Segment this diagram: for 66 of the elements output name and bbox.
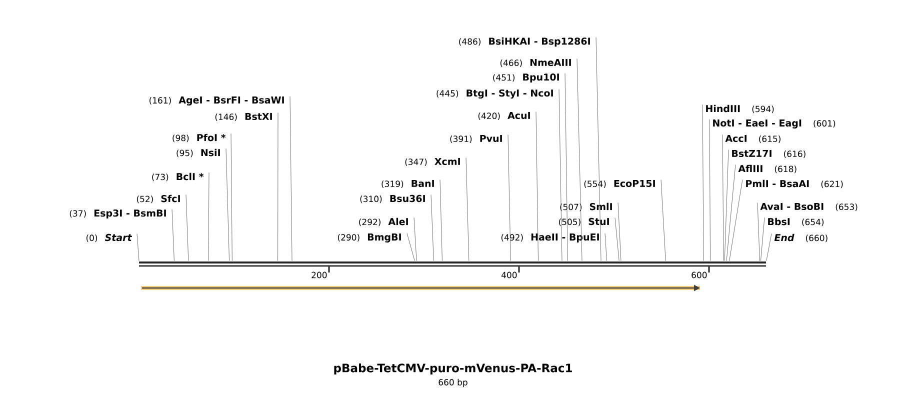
site-label: End (660) <box>774 234 828 242</box>
leader-line <box>614 217 620 262</box>
site-label: (391) PvuI <box>450 134 502 144</box>
leader-line <box>596 36 602 262</box>
site-label: AvaI - BsoBI (653) <box>760 202 858 212</box>
site-label: (420) AcuI <box>478 112 530 120</box>
site-label: (347) XcmI <box>405 158 460 166</box>
leader-line <box>564 73 568 262</box>
leader-line <box>186 194 189 262</box>
site-label: (445) BtgI - StyI - NcoI <box>436 89 553 99</box>
site-label: NotI - EaeI - EagI (601) <box>713 120 836 128</box>
site-label: (0) Start <box>86 234 132 242</box>
site-label: BbsI (654) <box>768 218 824 226</box>
site-label: (95) NsiI <box>176 148 220 158</box>
leader-line <box>702 104 704 262</box>
leader-line <box>508 134 511 262</box>
map-caption: 660 bp <box>438 378 468 388</box>
site-label: (554) EcoP15I <box>584 180 655 188</box>
site-label: (290) BmgBI <box>338 234 401 242</box>
leader-line <box>208 172 210 262</box>
site-label: (37) Esp3I - BsmBI <box>70 209 166 219</box>
leader-line <box>430 194 434 262</box>
site-label: HindIII (594) <box>706 104 774 114</box>
leader-line <box>406 233 415 262</box>
site-label: BstZ17I (616) <box>732 150 806 158</box>
site-label: (161) AgeI - BsrFI - BsaWI <box>150 96 284 106</box>
site-label: (319) BanI <box>382 180 434 188</box>
site-label: (98) PfoI * <box>172 134 226 142</box>
leader-line <box>760 217 765 262</box>
site-label: AflIII (618) <box>738 164 796 174</box>
leader-line <box>726 164 736 262</box>
leader-line <box>660 180 666 262</box>
leader-line <box>576 58 582 262</box>
site-label: (52) SfcI <box>136 194 180 204</box>
leader-line <box>136 233 140 262</box>
leader-line <box>290 96 292 262</box>
leader-line <box>172 209 174 262</box>
leader-line <box>604 233 607 262</box>
site-label: (451) Bpu10I <box>493 73 559 83</box>
leader-line <box>558 89 562 262</box>
site-label: (505) StuI <box>559 218 609 226</box>
sequence-bar <box>139 262 766 267</box>
site-label: (292) AleI <box>359 218 408 226</box>
site-label: AccI (615) <box>725 134 780 144</box>
leader-line <box>230 133 232 262</box>
leader-line <box>766 233 772 262</box>
leader-line <box>709 119 711 262</box>
site-label: (507) SmlI <box>560 202 612 212</box>
leader-line <box>414 217 417 262</box>
site-label: (310) Bsu36I <box>360 194 425 204</box>
site-label: (146) BstXI <box>215 112 272 122</box>
site-label: (466) NmeAIII <box>500 58 571 68</box>
site-label: (486) BsiHKAI - Bsp1286I <box>459 37 590 47</box>
leader-line <box>618 202 622 262</box>
leader-line <box>724 150 729 262</box>
site-label: (492) HaeII - BpuEI <box>501 234 599 242</box>
leader-line <box>466 158 470 262</box>
leader-line <box>440 180 442 262</box>
leader-line <box>536 112 539 262</box>
leader-line <box>226 148 230 262</box>
leader-line <box>757 202 760 262</box>
site-label: PmlI - BsaAI (621) <box>746 180 843 188</box>
map-title: pBabe-TetCMV-puro-mVenus-PA-Rac1 <box>334 363 572 375</box>
site-label: (73) BclI * <box>152 172 204 182</box>
leader-line <box>729 179 743 262</box>
leader-line <box>722 134 724 262</box>
